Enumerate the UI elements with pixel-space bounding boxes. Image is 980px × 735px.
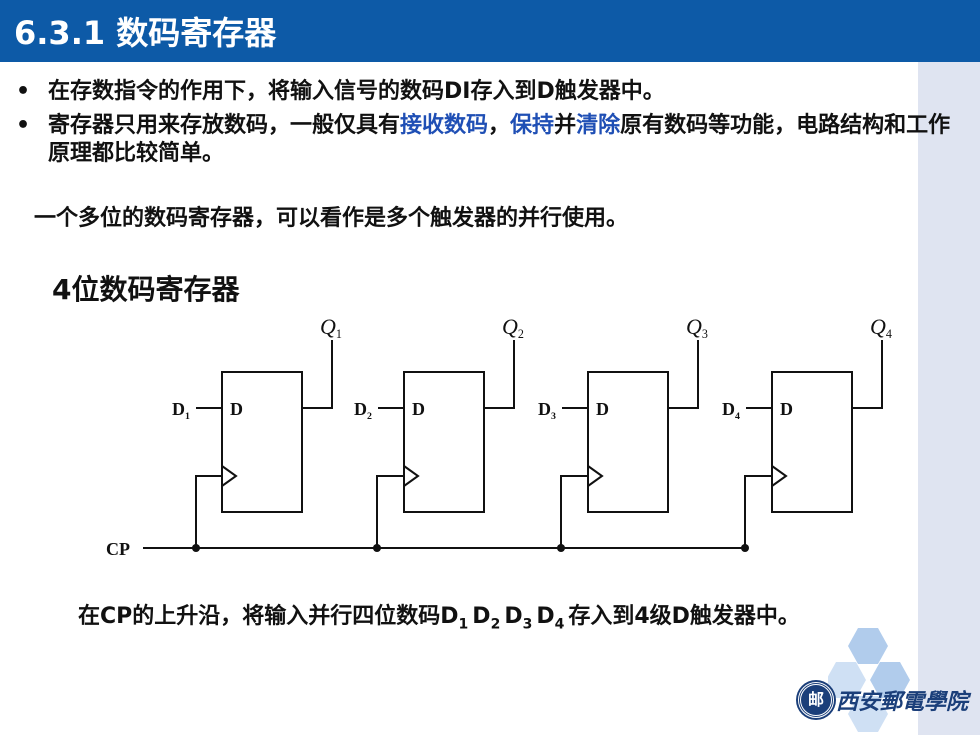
flip-flop-box [587, 371, 669, 513]
q-output-label: Q4 [870, 314, 892, 341]
d-pin-label: D [780, 399, 793, 419]
hexagon-top [848, 628, 888, 664]
title-bar: 6.3.1 数码寄存器 [0, 0, 980, 62]
caption-d-subscript: 2 [490, 616, 501, 633]
caption-d-item: D2 [472, 604, 501, 633]
flip-flop-box [771, 371, 853, 513]
bullet-text: ， [488, 113, 511, 138]
d-input-label-main: D [538, 399, 551, 419]
university-name: 西安郵電學院 [836, 689, 969, 715]
highlight-term: 接收数码 [400, 113, 489, 138]
caption-d-letter: D [472, 604, 491, 629]
q-output-wire [302, 340, 333, 409]
caption-prefix: 在CP的上升沿，将输入并行四位数码 [78, 604, 441, 629]
bullet-list: • 在存数指令的作用下，将输入信号的数码DI存入到D触发器中。 • 寄存器只用来存放数… [8, 78, 968, 174]
flip-flop-box [221, 371, 303, 513]
q-output-wire [852, 340, 883, 409]
hexagon-decoration [828, 628, 910, 732]
clock-edge-icon [771, 465, 788, 487]
d-input-label-main: D [722, 399, 735, 419]
hexagon-bottom [848, 696, 888, 732]
caption-d-letter: D [504, 604, 523, 629]
d-input-label: D3 [538, 399, 556, 422]
d-pin-label-main: D [412, 399, 425, 419]
bullet-text: 原有数码等功能，电路结构和工作原理都比较简单。 [48, 113, 951, 166]
bullet-item: • 寄存器只用来存放数码，一般仅具有接收数码，保持并清除原有数码等功能，电路结构和… [8, 112, 968, 168]
intro-text: 一个多位的数码寄存器，可以看作是多个触发器的并行使用。 [34, 206, 629, 231]
caption-suffix: 存入到4级D触发器中。 [568, 604, 800, 629]
q-output-label-main: Q [320, 314, 336, 339]
d-input-label-subscript: 3 [551, 411, 556, 422]
clock-edge-icon [403, 465, 420, 487]
caption-d-letter: D [440, 604, 459, 629]
caption-d-item: D4 [536, 604, 565, 633]
q-output-label: Q1 [320, 314, 342, 341]
bullet-dot-icon: • [16, 79, 31, 104]
caption-d-subscript: 1 [458, 616, 469, 633]
bullet-text: 在存数指令的作用下，将输入信号的数码DI存入到D触发器中。 [48, 79, 665, 104]
caption-d-letter: D [536, 604, 555, 629]
caption-d-subscript: 4 [554, 616, 565, 633]
d-input-label-subscript: 2 [367, 411, 372, 422]
highlight-term: 保持 [510, 113, 555, 138]
q-output-wire [484, 340, 515, 409]
q-output-label-main: Q [686, 314, 702, 339]
d-input-label: D1 [172, 399, 190, 422]
clock-edge-icon [221, 465, 238, 487]
q-output-label: Q2 [502, 314, 524, 341]
caption-d-subscript: 3 [522, 616, 533, 633]
q-output-label-subscript: 4 [886, 327, 892, 341]
bullet-text: 寄存器只用来存放数码，一般仅具有 [48, 113, 401, 138]
caption-d-item: D3 [504, 604, 533, 633]
d-input-label-main: D [172, 399, 185, 419]
clock-label: CP [106, 539, 130, 559]
highlight-term: 清除 [576, 113, 621, 138]
d-input-label-main: D [354, 399, 367, 419]
caption-d-item: D1 [440, 604, 469, 633]
side-band [918, 52, 980, 735]
d-input-label: D2 [354, 399, 372, 422]
q-output-label: Q3 [686, 314, 708, 341]
d-pin-label: D [412, 399, 425, 419]
d-input-label-subscript: 4 [735, 411, 740, 422]
bullet-dot-icon: • [16, 113, 31, 138]
q-output-label-subscript: 1 [336, 327, 342, 341]
q-output-label-subscript: 2 [518, 327, 524, 341]
page-title: 6.3.1 数码寄存器 [14, 14, 277, 52]
d-input-label: D4 [722, 399, 740, 422]
university-logo-icon: 邮 [798, 682, 834, 718]
q-output-wire [668, 340, 699, 409]
bullet-item: • 在存数指令的作用下，将输入信号的数码DI存入到D触发器中。 [8, 78, 968, 106]
hexagon-left [828, 662, 866, 698]
d-pin-label: D [596, 399, 609, 419]
q-output-label-subscript: 3 [702, 327, 708, 341]
d-pin-label-main: D [596, 399, 609, 419]
bullet-text: 并 [554, 113, 577, 138]
flip-flop-box [403, 371, 485, 513]
d-pin-label: D [230, 399, 243, 419]
d-pin-label-main: D [780, 399, 793, 419]
d-pin-label-main: D [230, 399, 243, 419]
clock-feed-wire [195, 475, 222, 548]
hexagon-right [870, 662, 910, 698]
q-output-label-main: Q [870, 314, 886, 339]
diagram-subtitle: 4位数码寄存器 [52, 273, 240, 306]
clock-edge-icon [587, 465, 604, 487]
clock-feed-wire [560, 475, 588, 548]
q-output-label-main: Q [502, 314, 518, 339]
clock-feed-wire [744, 475, 772, 548]
clock-feed-wire [376, 475, 404, 548]
d-input-label-subscript: 1 [185, 411, 190, 422]
